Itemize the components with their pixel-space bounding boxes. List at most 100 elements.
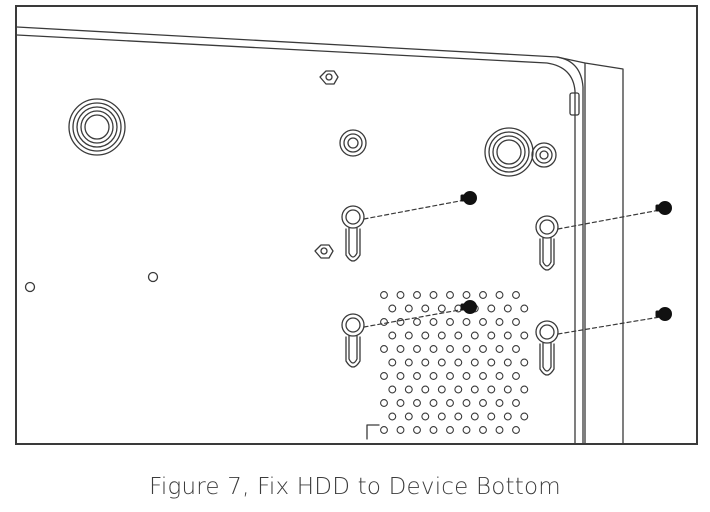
vent-hole (462, 345, 471, 353)
vent-hole (454, 412, 463, 421)
vent-hole (462, 318, 471, 326)
vent-hole (470, 412, 479, 421)
vent-hole (380, 372, 388, 380)
vent-hole (413, 345, 421, 353)
vent-hole (520, 358, 529, 367)
screws (460, 191, 672, 321)
vent-hole (462, 291, 471, 299)
vent-hole (404, 358, 413, 367)
vent-hole (503, 358, 512, 367)
vent-hole (479, 345, 487, 353)
vent-hole (495, 345, 504, 353)
vent-hole (437, 331, 446, 340)
vent-hole (479, 318, 487, 326)
vent-hole (421, 358, 430, 367)
keyhole-slot-bottom-left (341, 313, 365, 368)
vent-hole (380, 291, 388, 299)
screw-boss-top (319, 70, 339, 85)
vent-hole (487, 331, 496, 340)
vent-hole (520, 331, 529, 340)
vent-hole (495, 318, 504, 326)
vent-hole (520, 385, 529, 394)
vent-hole (429, 426, 438, 434)
vent-hole (388, 385, 397, 394)
vent-hole (446, 372, 454, 380)
figure-illustration-frame (15, 5, 698, 445)
vent-hole (429, 345, 438, 353)
vent-hole (446, 318, 454, 326)
rubber-foot-left (68, 98, 126, 156)
vent-hole (470, 358, 479, 367)
vent-hole (446, 399, 454, 407)
screw-bottom-left (460, 300, 477, 314)
vent-hole (487, 358, 496, 367)
vent-hole (520, 304, 529, 313)
vent-hole (462, 399, 471, 407)
vent-hole (462, 372, 471, 380)
screw-guide-lines (363, 199, 661, 335)
vent-hole (437, 304, 446, 313)
vent-hole (396, 345, 405, 353)
vent-hole (396, 291, 405, 299)
vent-hole (429, 399, 438, 407)
vent-hole (470, 331, 479, 340)
vent-hole (421, 331, 430, 340)
vent-hole (470, 385, 479, 394)
vent-hole (462, 426, 471, 434)
vent-hole (396, 372, 405, 380)
vent-hole (380, 318, 388, 326)
vent-hole (429, 291, 438, 299)
vent-hole (503, 331, 512, 340)
vent-hole (396, 318, 405, 326)
keyhole-slot-top-right (535, 215, 559, 271)
vent-hole (487, 304, 496, 313)
vent-hole (413, 399, 421, 407)
vent-hole (437, 358, 446, 367)
vent-hole (421, 304, 430, 313)
figure-caption: Figure 7, Fix HDD to Device Bottom (149, 474, 561, 500)
vent-hole (454, 358, 463, 367)
vent-hole (479, 372, 487, 380)
vent-hole (479, 291, 487, 299)
vent-hole (388, 304, 397, 313)
vent-hole (437, 412, 446, 421)
vent-hole (404, 304, 413, 313)
vent-hole (429, 372, 438, 380)
vent-hole (512, 426, 520, 434)
vent-hole (388, 412, 397, 421)
vent-hole (512, 345, 520, 353)
vent-hole (479, 426, 487, 434)
vent-hole (388, 331, 397, 340)
vent-hole (446, 345, 454, 353)
vent-hole (413, 372, 421, 380)
vent-hole (396, 426, 405, 434)
vent-hole (454, 385, 463, 394)
vent-hole (404, 385, 413, 394)
vent-hole (380, 426, 388, 434)
ventilation-grid (380, 291, 529, 434)
vent-hole (479, 399, 487, 407)
vent-hole (512, 372, 520, 380)
small-holes (24, 271, 159, 293)
rubber-foot-right (484, 127, 534, 177)
vent-hole (413, 426, 421, 434)
screw-boss-mid (314, 244, 334, 259)
vent-hole (520, 412, 529, 421)
vent-hole (512, 399, 520, 407)
vent-hole (512, 318, 520, 326)
keyhole-slot-bottom-right (535, 320, 559, 376)
vent-hole (437, 385, 446, 394)
vent-hole (495, 372, 504, 380)
vent-hole (380, 399, 388, 407)
vent-hole (487, 412, 496, 421)
screw-bottom-right (655, 307, 672, 321)
vent-hole (495, 426, 504, 434)
vent-hole (512, 291, 520, 299)
vent-hole (503, 412, 512, 421)
screw-top-left (460, 191, 477, 205)
vent-hole (380, 345, 388, 353)
vent-hole (446, 426, 454, 434)
keyhole-slot-top-left (341, 205, 365, 262)
vent-hole (413, 291, 421, 299)
vent-hole (421, 412, 430, 421)
